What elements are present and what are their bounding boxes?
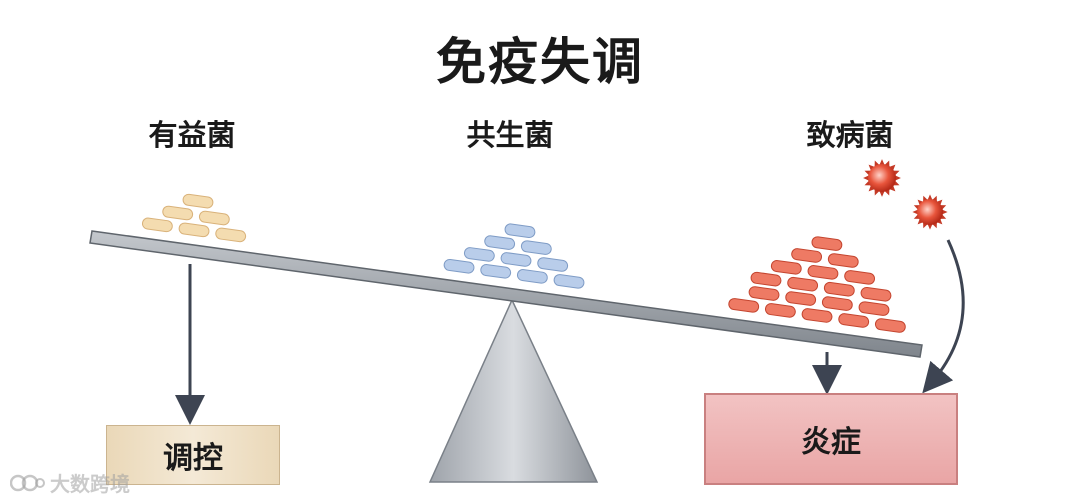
bacterium	[516, 269, 548, 284]
bacterium	[215, 227, 247, 243]
fulcrum	[428, 298, 599, 483]
watermark: 大数跨境	[10, 468, 130, 497]
bacterium	[520, 240, 552, 255]
pathogen-spiky-icon	[863, 159, 901, 197]
bacterium	[823, 281, 855, 297]
bacterium	[844, 270, 876, 285]
label-commensal-bacteria: 共生菌	[466, 118, 554, 152]
outcome-regulation-box: 调控	[106, 425, 280, 485]
label-pathogenic-bacteria: 致病菌	[806, 118, 894, 152]
bacterium	[791, 248, 823, 263]
bacterium	[141, 217, 173, 233]
bacterium	[811, 236, 843, 251]
bacterium	[480, 264, 512, 279]
bacterium	[162, 205, 194, 221]
bacterium	[807, 265, 839, 280]
label-beneficial-bacteria: 有益菌	[148, 118, 236, 152]
bacterium	[198, 210, 230, 226]
seesaw-beam	[89, 230, 923, 358]
bacterium	[537, 257, 569, 272]
bacterium	[728, 298, 760, 313]
bacterium	[858, 301, 890, 316]
commensal-bacteria-pile	[443, 223, 585, 289]
page-title: 免疫失调	[436, 33, 644, 91]
pathogen-spiky-icon	[912, 194, 948, 230]
bacterium	[178, 222, 210, 238]
bacterium	[838, 313, 870, 328]
bacterium	[500, 252, 532, 267]
bacterium	[182, 193, 214, 209]
pathogenic-bacteria-pile	[728, 236, 906, 333]
bacterium	[787, 276, 819, 292]
bacterium	[484, 235, 516, 250]
watermark-logo-icon	[10, 474, 45, 491]
bacterium	[443, 258, 475, 274]
bacterium	[827, 253, 859, 268]
bacterium	[748, 286, 780, 301]
curved-arrow-icon	[922, 239, 965, 394]
bacterium	[785, 291, 817, 306]
bacterium	[801, 308, 833, 323]
bacterium	[821, 296, 853, 311]
bacterium	[874, 318, 906, 333]
watermark-text: 大数跨境	[50, 472, 130, 496]
bacterium	[504, 223, 536, 239]
bacterium	[770, 260, 802, 275]
beneficial-bacteria-pile	[141, 193, 247, 243]
bacterium	[860, 286, 892, 302]
bacterium	[750, 271, 782, 287]
bacterium	[463, 247, 495, 262]
outcome-inflammation-box: 炎症	[704, 393, 958, 485]
bacterium	[764, 303, 796, 318]
bacterium	[553, 274, 585, 289]
